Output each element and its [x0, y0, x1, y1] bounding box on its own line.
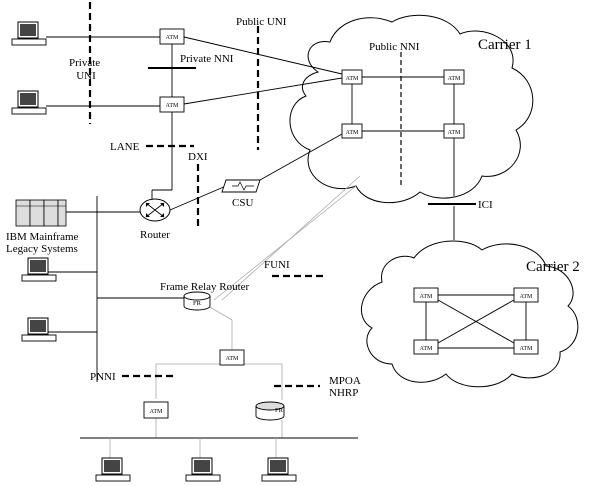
atm-switch-enterprise-left: ATM [143, 401, 169, 419]
workstation-icon [185, 457, 221, 482]
atm-switch-carrier1-tl: ATM [341, 69, 363, 85]
atm-switch-mid-left: ATM [159, 96, 185, 113]
mpoa-label: MPOA NHRP [329, 375, 363, 399]
atm-switch-enterprise-center: ATM [219, 349, 245, 366]
atm-switch-carrier2-br: ATM [513, 339, 539, 355]
workstation-icon [21, 317, 57, 342]
public-nni-label: Public NNI [369, 41, 420, 53]
mpoa-line-1: MPOA [329, 375, 361, 387]
frame-relay-router-label: Frame Relay Router [160, 281, 250, 293]
atm-switch-carrier2-tl: ATM [413, 287, 439, 303]
mpoa-line-2: NHRP [329, 387, 358, 399]
carrier-1-label: Carrier 1 [478, 37, 532, 53]
workstation-icon [95, 457, 131, 482]
workstation-icon [11, 21, 47, 46]
csu-label: CSU [232, 197, 253, 209]
atm-switch-carrier1-tr: ATM [443, 69, 465, 85]
csu-icon [221, 179, 261, 193]
private-uni-line-2: UNI [76, 70, 96, 82]
workstation-icon [11, 90, 47, 115]
atm-switch-label: ATM [166, 103, 179, 109]
atm-switch-top-left: ATM [159, 28, 185, 45]
atm-switch-label: ATM [226, 356, 239, 362]
atm-switch-label: ATM [520, 346, 533, 352]
mainframe-icon [15, 199, 67, 227]
atm-switch-label: ATM [420, 294, 433, 300]
carrier-2-label: Carrier 2 [526, 259, 580, 275]
funi-label: FUNI [264, 259, 290, 271]
workstation-icon [261, 457, 297, 482]
carrier-1-cloud [289, 14, 534, 204]
atm-switch-carrier1-bl: ATM [341, 123, 363, 139]
private-uni-line-1: Private [69, 57, 100, 69]
fr-label: FR [275, 407, 284, 414]
workstation-icon [21, 257, 57, 282]
atm-switch-carrier2-tr: ATM [513, 287, 539, 303]
atm-switch-label: ATM [448, 130, 461, 136]
router-icon [139, 198, 171, 222]
ibm-label: IBM Mainframe Legacy Systems [6, 231, 81, 255]
mpoa-router-icon: FR [255, 401, 285, 421]
dxi-label: DXI [188, 151, 208, 163]
pnni-label: PNNI [90, 371, 116, 383]
atm-switch-label: ATM [166, 35, 179, 41]
atm-switch-label: ATM [150, 409, 163, 415]
router-label: Router [140, 229, 170, 241]
ibm-line-1: IBM Mainframe [6, 231, 79, 243]
ibm-line-2: Legacy Systems [6, 243, 78, 255]
atm-switch-label: ATM [346, 130, 359, 136]
atm-switch-label: ATM [346, 76, 359, 82]
public-uni-label: Public UNI [236, 16, 287, 28]
private-nni-label: Private NNI [180, 53, 234, 65]
atm-switch-label: ATM [420, 346, 433, 352]
fr-label: FR [193, 300, 202, 307]
lane-label: LANE [110, 141, 140, 153]
ici-label: ICI [478, 199, 493, 211]
atm-switch-label: ATM [448, 76, 461, 82]
atm-switch-carrier2-bl: ATM [413, 339, 439, 355]
private-uni-label: Private UNI [69, 57, 103, 82]
frame-relay-router-icon: FR [183, 291, 211, 311]
atm-switch-carrier1-br: ATM [443, 123, 465, 139]
atm-switch-label: ATM [520, 294, 533, 300]
